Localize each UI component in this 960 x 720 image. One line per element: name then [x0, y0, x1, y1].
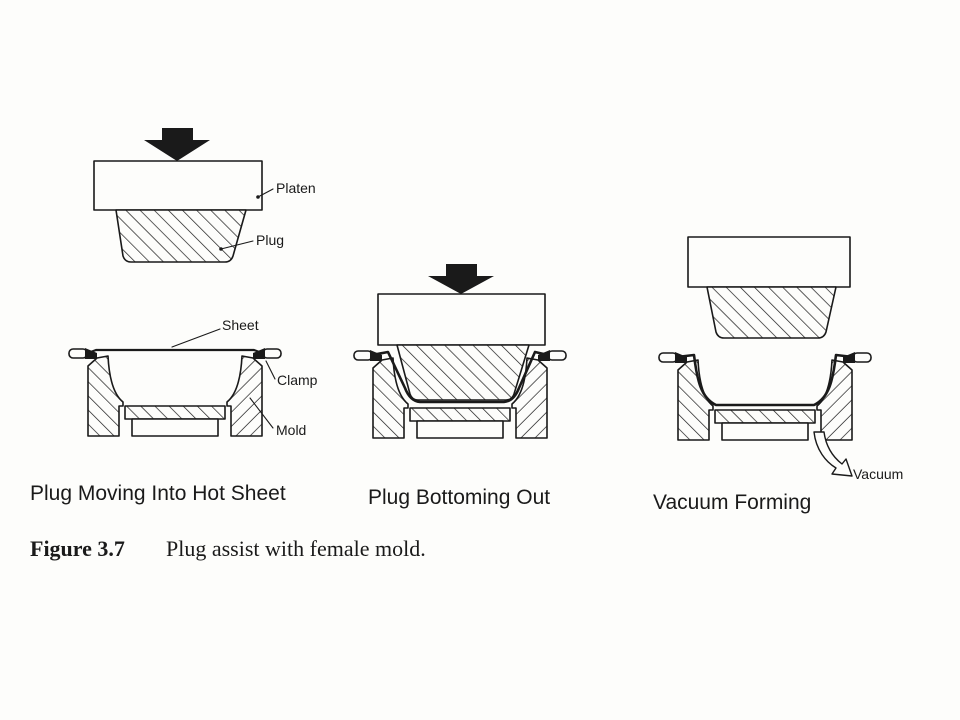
mold-leader [249, 397, 274, 429]
platen [687, 236, 851, 288]
mold-label: Mold [276, 422, 306, 438]
platen [93, 160, 263, 211]
panel-title: Plug Bottoming Out [368, 486, 550, 509]
panel-plug-moving: Platen Plug Sheet Clamp Mold Plug Moving… [30, 128, 318, 505]
press-down-arrow-icon [428, 264, 494, 294]
sheet-label: Sheet [222, 317, 259, 333]
figure-caption: Plug assist with female mold. [166, 536, 426, 561]
vacuum-arrow-icon [813, 431, 853, 477]
plug [115, 209, 247, 263]
press-down-arrow-icon [144, 128, 210, 161]
panel-title: Vacuum Forming [653, 491, 811, 514]
vacuum-label: Vacuum [853, 466, 903, 482]
clamp-label: Clamp [277, 372, 318, 388]
panel-plug-bottoming: Plug Bottoming Out [353, 264, 567, 509]
panel-title: Plug Moving Into Hot Sheet [30, 482, 286, 505]
platen-leader [257, 188, 274, 198]
figure-number: Figure 3.7 [30, 536, 125, 561]
plug [396, 344, 530, 401]
sheet [675, 353, 855, 407]
platen-label: Platen [276, 180, 316, 196]
panel-vacuum-forming: Vacuum Vacuum Forming [653, 236, 903, 514]
mold [68, 347, 282, 437]
platen [377, 293, 546, 346]
mold [658, 351, 872, 441]
plug-leader [220, 240, 254, 250]
plug [706, 286, 837, 339]
plug-label: Plug [256, 232, 284, 248]
sheet [86, 348, 264, 355]
sheet-leader [171, 328, 221, 348]
sheet [370, 350, 550, 404]
clamp-leader [265, 360, 276, 380]
